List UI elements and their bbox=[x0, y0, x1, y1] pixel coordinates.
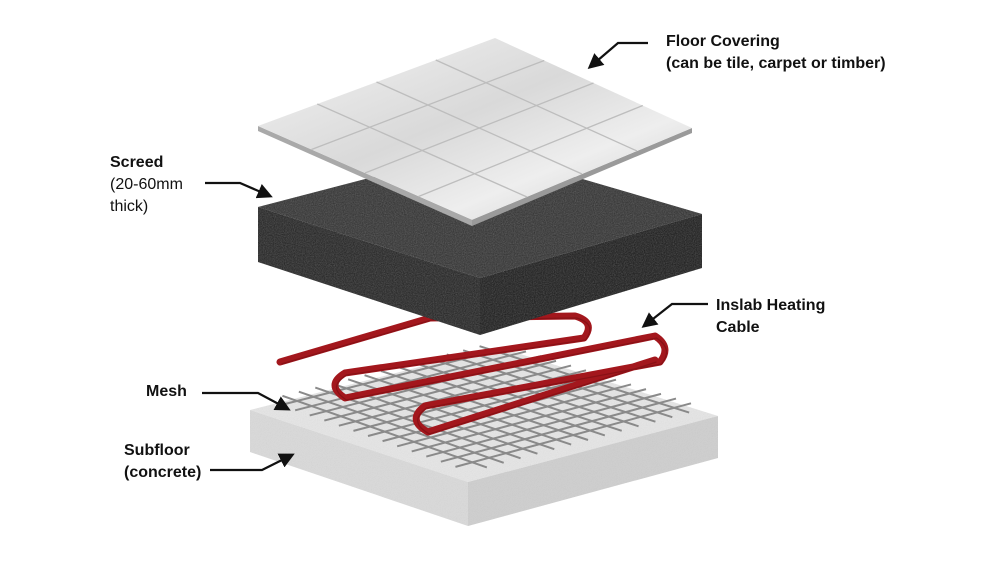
floor-covering-pointer bbox=[587, 41, 648, 70]
floor-covering-title: Floor Covering bbox=[666, 33, 780, 50]
heating-cable bbox=[276, 312, 669, 436]
heating-cable-label: Inslab Heating Cable bbox=[716, 295, 825, 339]
tile-edge-left bbox=[258, 126, 472, 226]
mesh-grid-line bbox=[367, 374, 602, 437]
mesh-grid-line bbox=[455, 402, 692, 468]
floor-covering-detail: (can be tile, carpet or timber) bbox=[666, 55, 886, 72]
screed-detail-line2: thick) bbox=[110, 198, 149, 215]
mesh-grid-line bbox=[429, 357, 639, 428]
screed-detail-line1: (20-60mm bbox=[110, 176, 183, 193]
tile-grout-line bbox=[364, 82, 594, 174]
floor-covering-layer bbox=[258, 38, 692, 226]
subfloor-detail: (concrete) bbox=[124, 464, 202, 481]
screed-title: Screed bbox=[110, 154, 164, 171]
heating-cable-pointer bbox=[641, 302, 708, 328]
floor-covering-label: Floor Covering (can be tile, carpet or t… bbox=[666, 31, 886, 75]
tile-grout-lines bbox=[311, 59, 643, 198]
mesh-grid-line bbox=[396, 383, 632, 448]
heating-cable-title-line2: Cable bbox=[716, 319, 760, 336]
mesh-grid-line bbox=[411, 388, 647, 453]
screed-label: Screed (20-60mm thick) bbox=[110, 152, 183, 218]
mesh-pointer bbox=[202, 391, 291, 411]
tile-grout-line bbox=[418, 104, 643, 198]
mesh-grid-line bbox=[462, 349, 673, 419]
mesh-grid-line bbox=[446, 353, 656, 423]
mesh-grid-line bbox=[440, 397, 677, 463]
pointer-arrows bbox=[202, 41, 708, 472]
tile-edge-right bbox=[472, 128, 692, 226]
subfloor-label: Subfloor (concrete) bbox=[124, 440, 201, 484]
subfloor-title: Subfloor bbox=[124, 442, 190, 459]
heating-cable-title-line1: Inslab Heating bbox=[716, 297, 826, 314]
mesh-title: Mesh bbox=[146, 383, 187, 400]
tile-grout-line bbox=[435, 59, 638, 152]
subfloor-pointer bbox=[210, 453, 295, 472]
mesh-grid-line bbox=[426, 392, 662, 458]
mesh-label: Mesh bbox=[146, 381, 187, 403]
screed-pointer bbox=[205, 181, 273, 199]
